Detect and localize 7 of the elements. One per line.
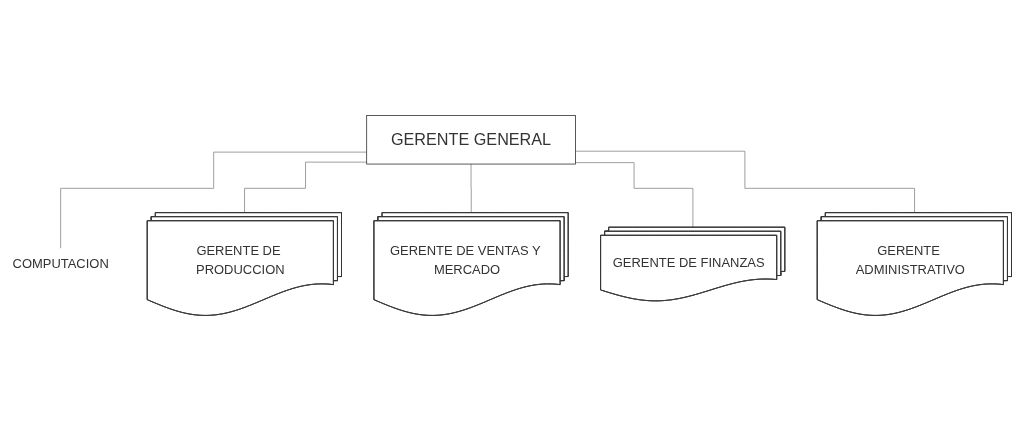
connector	[470, 163, 472, 213]
connector	[60, 151, 368, 249]
node-text: COMPUTACION	[12, 256, 109, 271]
connector	[575, 150, 916, 213]
connector	[244, 161, 368, 213]
node-box: GERENTE GENERAL	[366, 114, 576, 164]
connector	[575, 161, 694, 228]
